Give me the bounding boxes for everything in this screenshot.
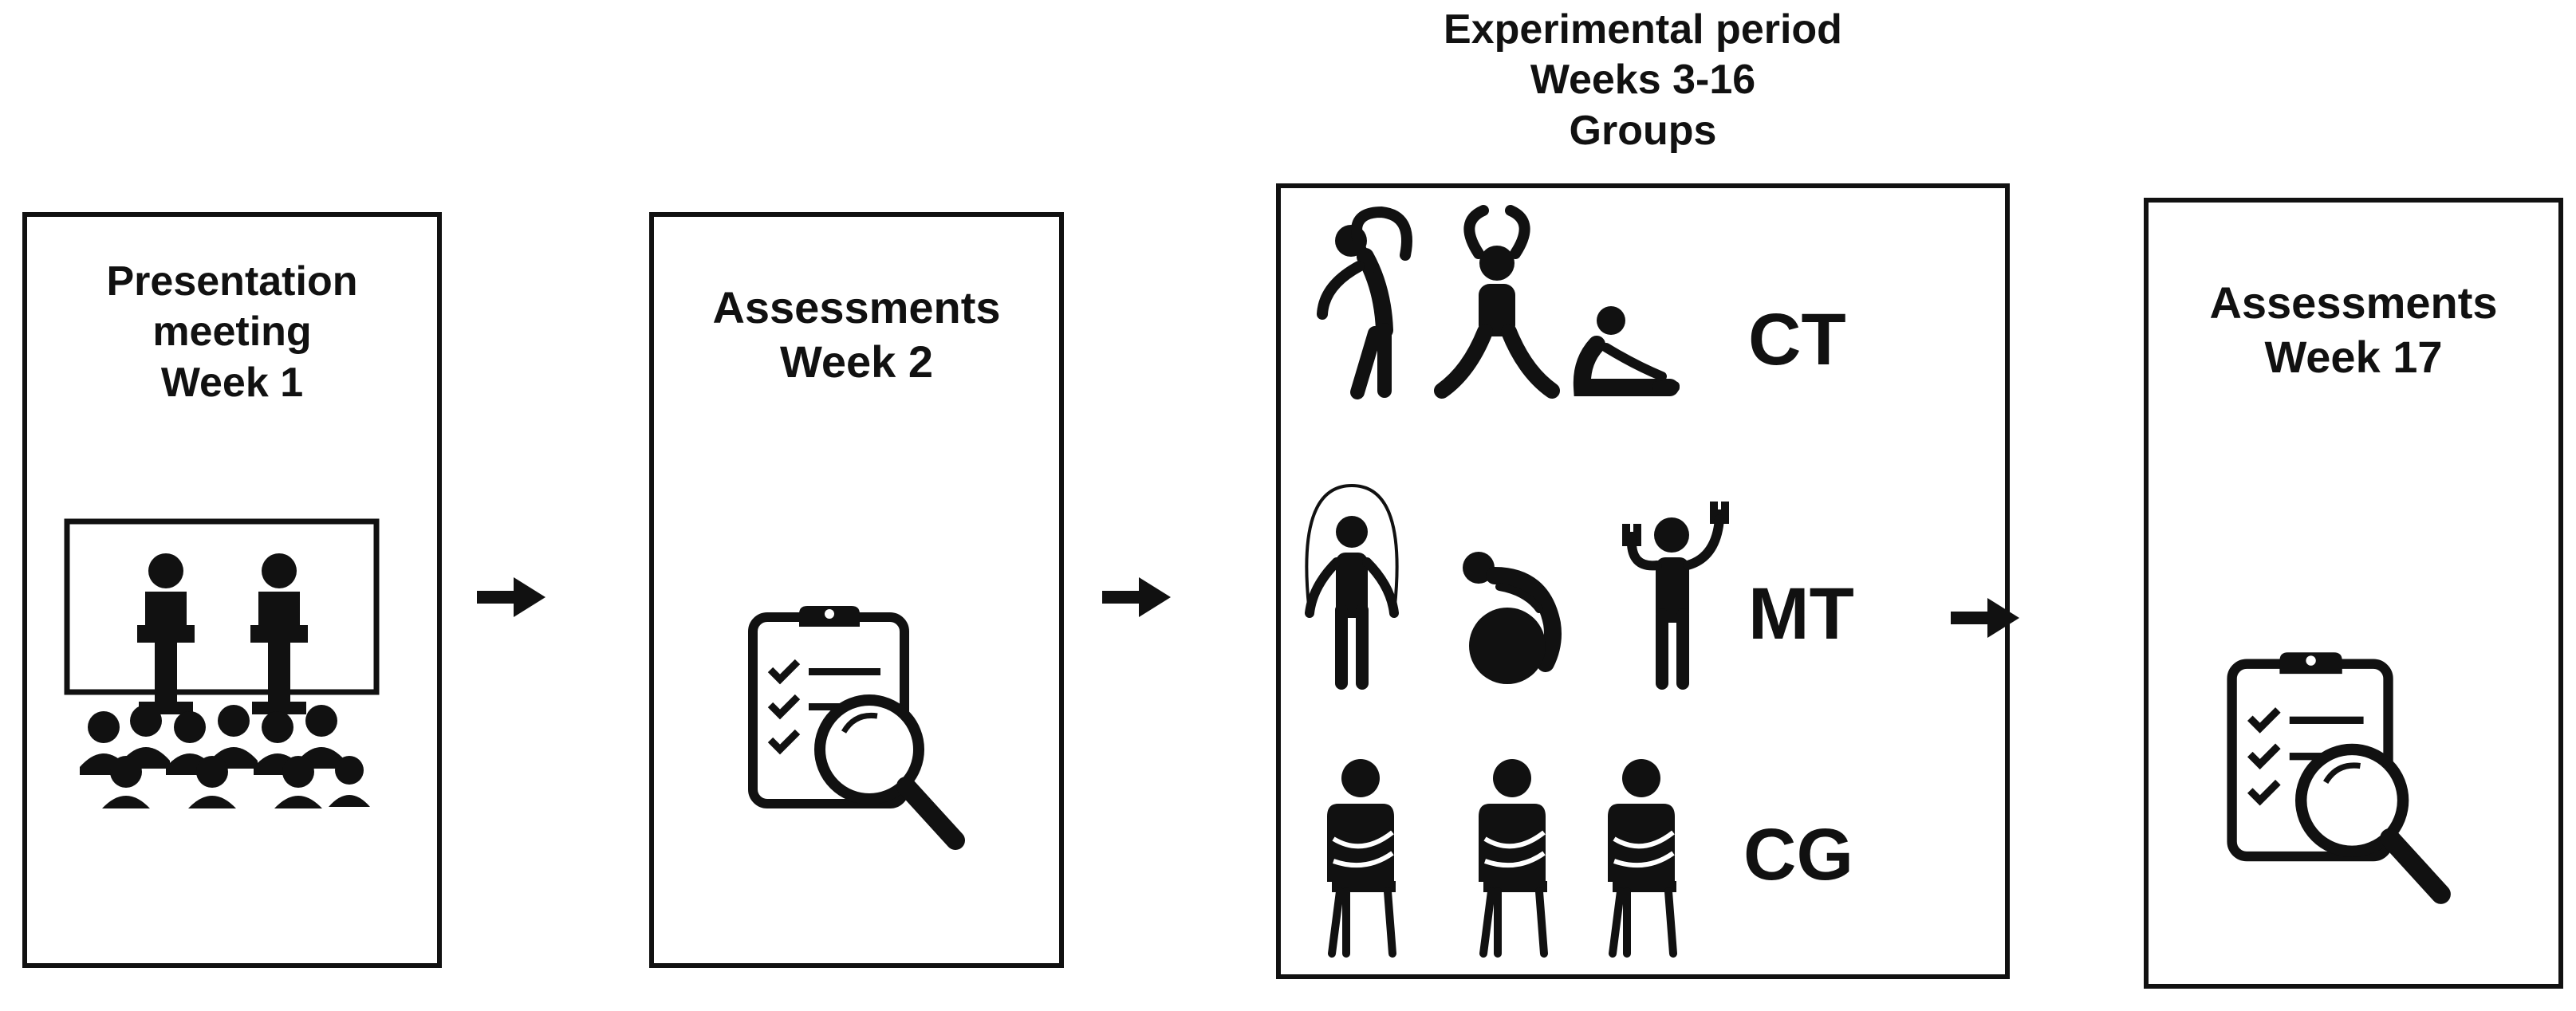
assessments-week17-label-line-2: Week 17 [2264,332,2443,383]
clipboard-magnifier-icon [2227,652,2451,904]
assessments-week2-label: Assessments Week 2 [649,281,1064,390]
group-ct-label: CT [1748,299,1846,380]
assessments-week2-label-line-1: Assessments [712,282,1001,332]
experimental-period-label: Experimental period Weeks 3-16 Groups [1276,5,2010,156]
jumping-jack-icon [1434,205,1560,399]
ball-exercise-icon [1463,552,1562,684]
group-cg-label: CG [1743,814,1853,895]
experimental-period-label-line-3: Groups [1569,107,1717,154]
audience-icon [80,705,370,808]
presentation-label-line-1: Presentation [106,258,358,305]
assessments-week17-label: Assessments Week 17 [2144,276,2563,385]
presentation-box [22,212,442,968]
seated-person-icon [1327,759,1396,958]
seated-stretch-icon [1573,306,1680,396]
presentation-icon [64,518,380,808]
presentation-label-line-3: Week 1 [160,359,304,406]
assessments-week2-box [649,212,1064,968]
side-stretch-icon [1317,206,1412,399]
experimental-period-label-line-1: Experimental period [1444,6,1842,53]
arrow-right-icon [477,577,546,617]
arrow-right-icon [1102,577,1171,617]
clipboard-magnifier-icon [748,606,965,850]
jump-rope-icon [1305,483,1399,690]
experimental-period-label-line-2: Weeks 3-16 [1530,57,1756,104]
seated-person-icon [1608,759,1677,958]
seated-person-icon [1479,759,1548,958]
assessments-week2-label-line-2: Week 2 [780,336,933,387]
arrow-right-icon [1951,598,2019,638]
dumbbell-icon [1622,502,1729,690]
assessments-week17-label-line-1: Assessments [2209,277,2498,328]
speaker-right-icon [250,553,308,714]
group-mt-label: MT [1748,573,1854,655]
presentation-label: Presentation meeting Week 1 [22,257,442,408]
presentation-label-line-2: meeting [152,309,312,356]
